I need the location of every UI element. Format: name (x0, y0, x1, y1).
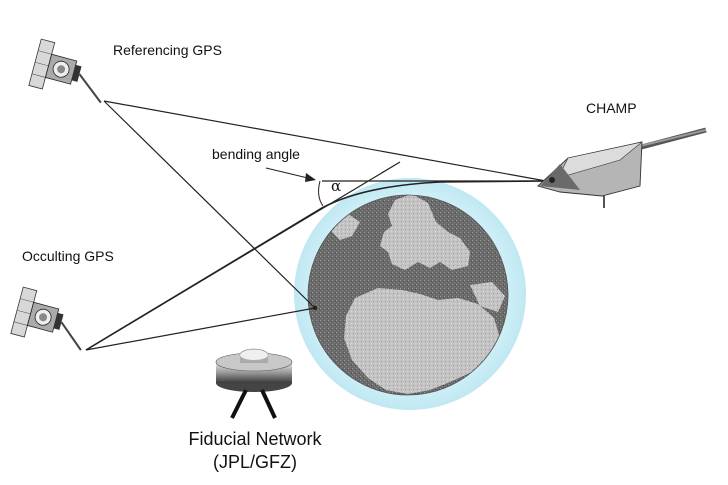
ray-referencing-to-earth (103, 100, 316, 309)
ray-occulting-to-earth (85, 307, 316, 351)
bending-angle-arrowhead (305, 173, 316, 182)
occulting-gps-label: Occulting GPS (22, 248, 114, 264)
alpha-symbol: α (331, 177, 342, 195)
bending-angle-pointer (265, 167, 313, 180)
bending-angle-label: bending angle (212, 146, 300, 162)
champ-satellite-icon (537, 127, 707, 208)
fiducial-network-subtitle: (JPL/GFZ) (213, 452, 297, 472)
fiducial-network-title: Fiducial Network (188, 429, 322, 449)
gps-satellite-icon (28, 38, 102, 104)
fiducial-network-label: Fiducial Network (JPL/GFZ) (170, 428, 340, 474)
bending-angle-arc (318, 180, 324, 207)
referencing-gps-label: Referencing GPS (113, 42, 222, 58)
ray-bent-path (85, 180, 547, 351)
ground-station-icon (215, 348, 293, 419)
champ-label: CHAMP (586, 100, 637, 116)
earth-outline (307, 194, 509, 396)
earth-globe-icon (294, 178, 526, 410)
signal-rays (85, 100, 547, 351)
ray-junction-dot (312, 305, 318, 311)
gps-satellite-icon (10, 286, 82, 351)
ray-referencing-to-champ (103, 100, 547, 182)
